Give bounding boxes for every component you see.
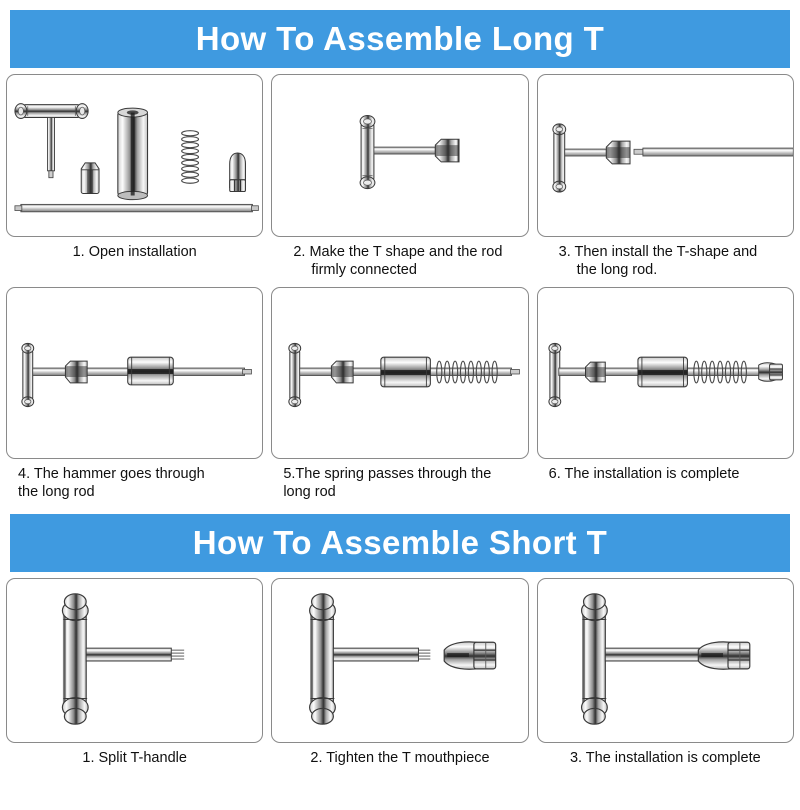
- step-illustration-3: [536, 74, 794, 237]
- spring-part: [181, 130, 200, 184]
- short-step-panel-1: 1. Split T-handle: [6, 577, 264, 768]
- step-caption-4: 4. The hammer goes through the long rod: [18, 466, 205, 501]
- short-step-caption-1: 1. Split T-handle: [82, 749, 187, 766]
- t-handle-vertical-part: [288, 343, 302, 408]
- step-caption-3: 3. Then install the T-shape and the long…: [558, 244, 758, 278]
- slide-hammer-weight-part: [127, 357, 174, 386]
- step-panel-3: 3. Then install the T-shape and the long…: [536, 74, 794, 279]
- step-illustration-5: [271, 287, 529, 460]
- spring-part: [692, 360, 747, 384]
- long-rod-part: [14, 203, 259, 213]
- collet-tip-part: [229, 152, 246, 193]
- short-step-illustration-3: [536, 577, 794, 743]
- instruction-sheet: How To Assemble Long T: [0, 10, 800, 810]
- adapter-nut-part: [584, 362, 606, 383]
- step-caption-2: 2. Make the T shape and the rod firmly c…: [293, 244, 503, 278]
- t-handle-part: [14, 103, 89, 179]
- collet-mouthpiece-attached-part: [697, 641, 751, 670]
- adapter-nut-part: [435, 138, 460, 163]
- short-step-caption-2: 2. Tighten the T mouthpiece: [310, 749, 490, 766]
- collet-tip-part: [757, 362, 783, 383]
- panel-row-1: 1. Open installation: [0, 74, 800, 279]
- panel-row-3: 1. Split T-handle: [0, 577, 800, 768]
- section-header-short-t: How To Assemble Short T: [10, 513, 790, 572]
- panel-row-2: 4. The hammer goes through the long rod: [0, 287, 800, 501]
- t-handle-vertical-part: [548, 343, 561, 408]
- adapter-nut-part: [331, 361, 354, 384]
- short-rod-part: [373, 146, 437, 155]
- t-handle-vertical-part: [359, 115, 376, 190]
- t-handle-big-part: [580, 592, 608, 725]
- t-handle-vertical-part: [552, 123, 566, 193]
- step-caption-1: 1. Open installation: [72, 244, 197, 260]
- t-handle-big-part: [309, 592, 337, 725]
- threaded-rod-part: [604, 647, 701, 662]
- t-handle-big-part: [61, 592, 89, 725]
- long-rod-part: [633, 147, 793, 157]
- step-caption-5: 5.The spring passes through the long rod: [283, 466, 492, 501]
- short-step-illustration-2: [271, 577, 529, 743]
- short-step-caption-3: 3. The installation is complete: [569, 749, 761, 766]
- short-rod-part: [563, 148, 607, 157]
- step-panel-4: 4. The hammer goes through the long rod: [6, 287, 264, 501]
- adapter-nut-part: [64, 361, 88, 384]
- section-title-text: How To Assemble Long T: [195, 20, 605, 57]
- step-panel-6: 6. The installation is complete: [536, 287, 794, 501]
- spring-part: [436, 360, 499, 384]
- short-step-panel-3: 3. The installation is complete: [536, 577, 794, 768]
- step-panel-2: 2. Make the T shape and the rod firmly c…: [271, 74, 529, 279]
- step-panel-1: 1. Open installation: [6, 74, 264, 279]
- step-panel-5: 5.The spring passes through the long rod: [271, 287, 529, 501]
- collet-mouthpiece-part: [443, 641, 497, 670]
- short-step-illustration-1: [6, 577, 264, 743]
- threaded-rod-part: [85, 647, 185, 662]
- step-illustration-1: [6, 74, 264, 237]
- slide-hammer-weight-part: [117, 107, 149, 201]
- section-title-text-2: How To Assemble Short T: [192, 523, 608, 561]
- short-step-panel-2: 2. Tighten the T mouthpiece: [271, 577, 529, 768]
- step-illustration-4: [6, 287, 264, 460]
- slide-hammer-weight-part: [637, 357, 688, 388]
- section-header-long-t: How To Assemble Long T: [10, 10, 790, 68]
- step-caption-6: 6. The installation is complete: [548, 466, 740, 483]
- t-handle-vertical-part: [21, 343, 35, 408]
- adapter-nut-part: [605, 140, 631, 165]
- step-illustration-2: [271, 74, 529, 237]
- threaded-rod-part: [333, 647, 431, 662]
- step-illustration-6: [536, 287, 794, 460]
- slide-hammer-weight-part: [380, 357, 432, 388]
- adapter-nut-part: [80, 162, 100, 195]
